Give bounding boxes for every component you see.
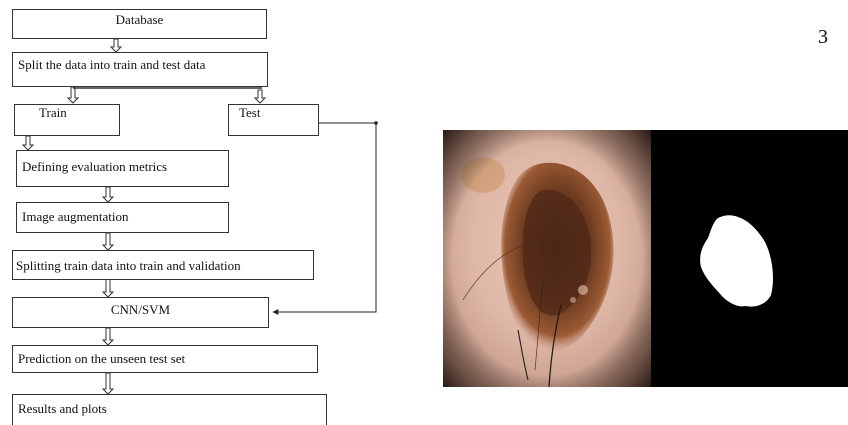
hollow-arrow bbox=[68, 87, 78, 103]
results-box: Results and plots bbox=[12, 394, 327, 425]
cnn-svm-box: CNN/SVM bbox=[12, 297, 269, 328]
test-box: Test bbox=[228, 104, 319, 136]
page-number: 3 bbox=[818, 26, 828, 48]
hollow-arrow bbox=[103, 279, 113, 297]
split-validation-box: Splitting train data into train and vali… bbox=[12, 250, 314, 280]
hollow-arrow bbox=[103, 187, 113, 202]
prediction-box: Prediction on the unseen test set bbox=[12, 345, 318, 373]
hollow-arrow bbox=[103, 373, 113, 394]
lesion-images bbox=[443, 130, 848, 387]
hollow-arrow bbox=[111, 39, 121, 52]
split-data-box: Split the data into train and test data bbox=[12, 52, 268, 87]
dermoscopy-image bbox=[443, 130, 651, 387]
segmentation-mask-image bbox=[651, 130, 848, 387]
hollow-arrow bbox=[103, 328, 113, 345]
image-augmentation-box: Image augmentation bbox=[16, 202, 229, 233]
hollow-arrow bbox=[23, 136, 33, 150]
hollow-arrow bbox=[255, 90, 265, 103]
evaluation-metrics-box: Defining evaluation metrics bbox=[16, 150, 229, 187]
database-box: Database bbox=[12, 9, 267, 39]
test-to-model-connector bbox=[273, 123, 376, 312]
train-box: Train bbox=[14, 104, 120, 136]
hollow-arrow bbox=[103, 233, 113, 250]
